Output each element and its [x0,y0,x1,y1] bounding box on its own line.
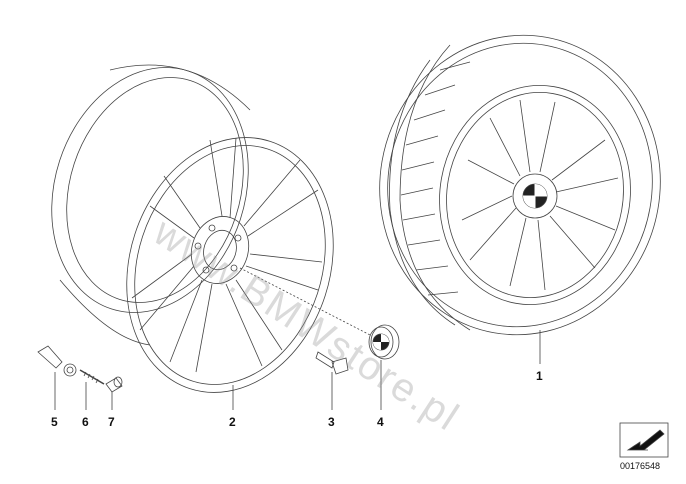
tyre-wheel-illustration [379,34,661,336]
callout-4: 4 [377,415,384,429]
valve-cap-illustration [105,376,123,393]
wheel-bolt-illustration [315,351,349,375]
valve-core-illustration [79,369,105,385]
rim-illustration [51,64,373,393]
valve-stem-illustration [37,345,77,377]
diagram-part-number: 00176548 [620,461,661,471]
callout-2: 2 [229,415,236,429]
callout-3: 3 [328,415,335,429]
hub-cap-illustration [368,324,400,360]
direction-arrow-icon [619,422,669,458]
callout-leaders [54,330,541,410]
callout-7: 7 [108,415,115,429]
callout-1: 1 [536,369,543,383]
callout-6: 6 [82,415,89,429]
callout-5: 5 [51,415,58,429]
